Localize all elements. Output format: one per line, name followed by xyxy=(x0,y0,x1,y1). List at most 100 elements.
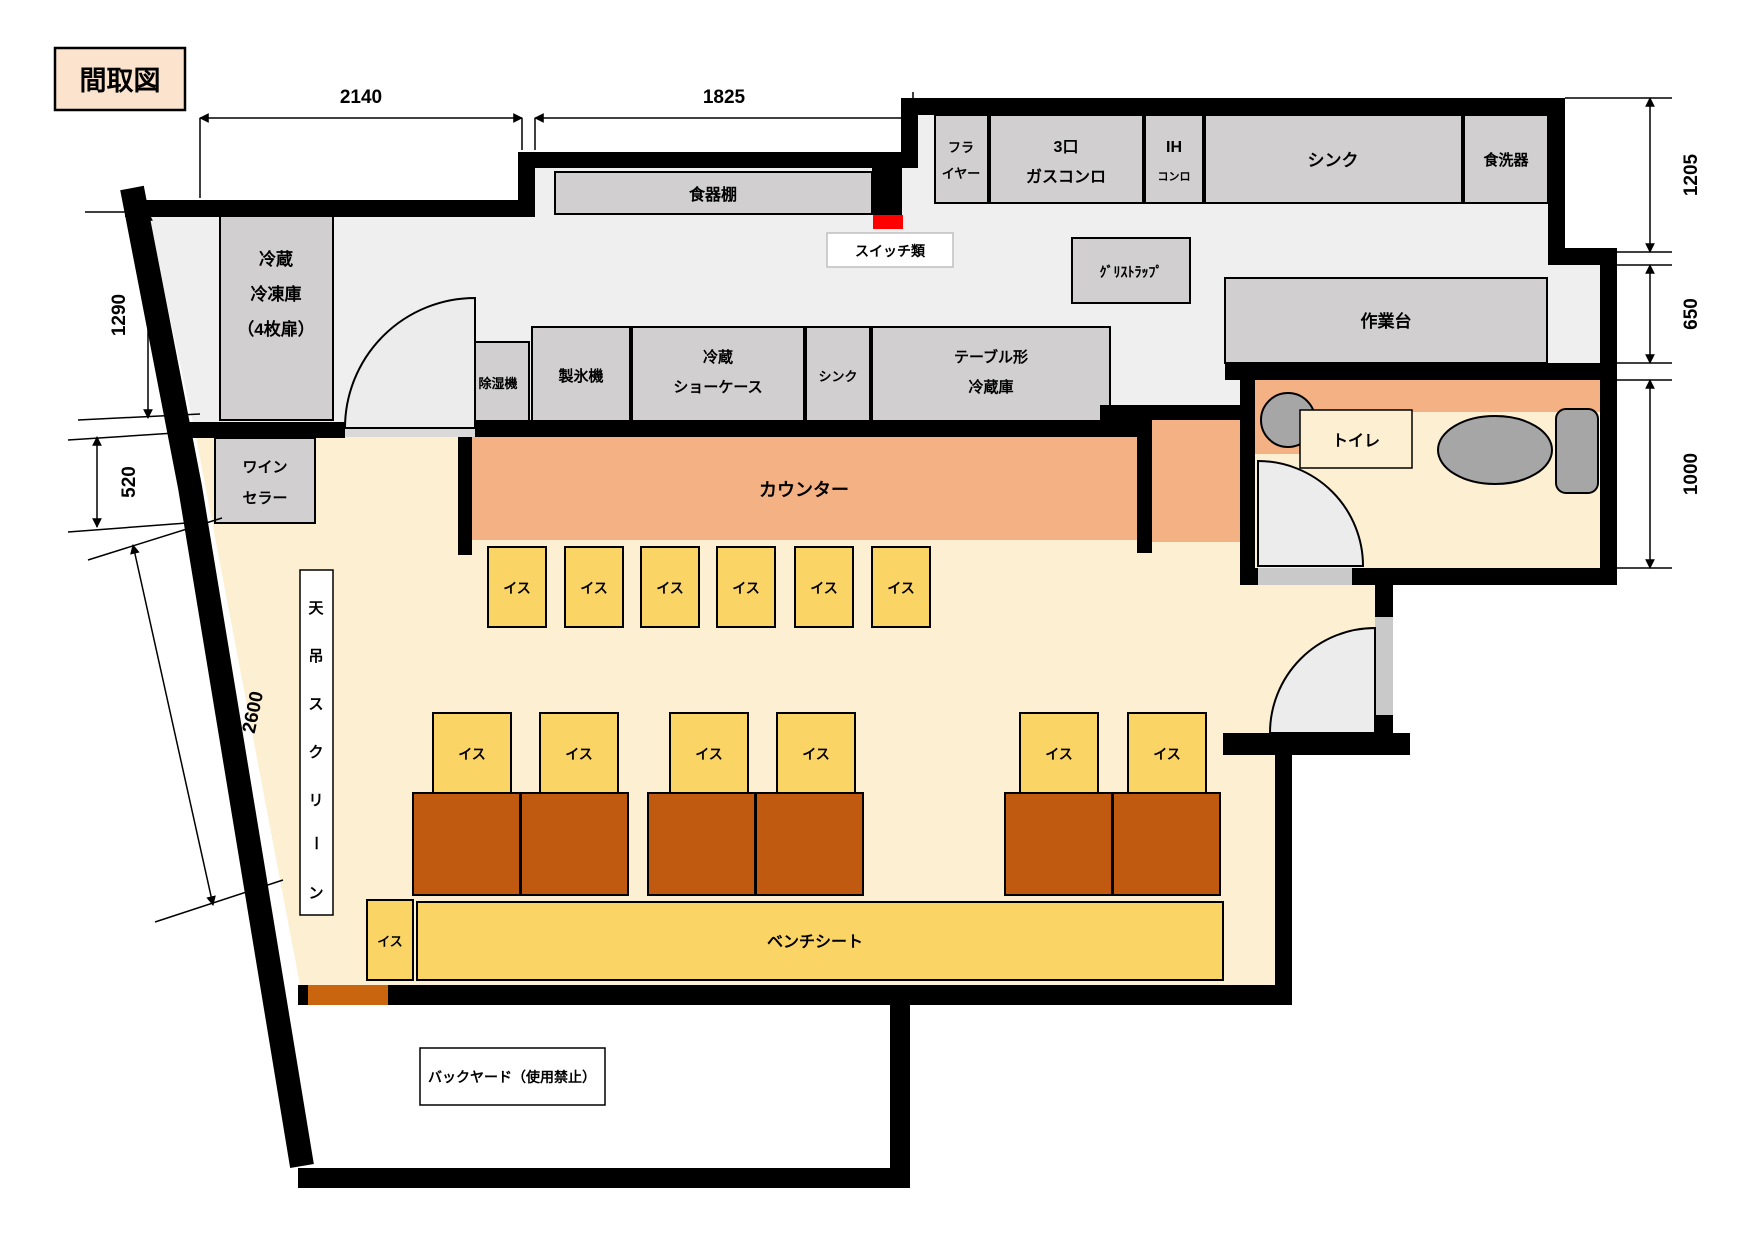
backyard-label: バックヤード（使用禁止） xyxy=(428,1069,596,1085)
table xyxy=(412,792,521,896)
wall xyxy=(1100,405,1240,420)
switches-label: スイッチ類 xyxy=(855,243,926,259)
dim-650: 650 xyxy=(1681,298,1702,330)
chair-label: イス xyxy=(810,580,838,596)
wall xyxy=(1352,568,1617,585)
screen-char: 吊 xyxy=(308,648,323,665)
grease-trap-label: ｸﾞﾘｽﾄﾗｯﾌﾟ xyxy=(1100,264,1163,280)
dim-ext xyxy=(67,431,191,441)
table-chair-3 xyxy=(669,712,749,794)
table xyxy=(520,792,629,896)
dim-1205: 1205 xyxy=(1681,153,1702,196)
door-toilet xyxy=(1257,459,1365,567)
fryer-label-2: イヤー xyxy=(942,166,981,181)
chair-label: イス xyxy=(695,746,723,762)
bench-seat xyxy=(416,901,1224,981)
wall xyxy=(298,985,1292,1005)
table xyxy=(1004,792,1113,896)
wall-opening-orange xyxy=(308,985,388,1005)
wall xyxy=(1375,585,1393,617)
cupboard-label: 食器棚 xyxy=(688,185,737,204)
screen-char: ー xyxy=(307,835,324,850)
wall xyxy=(901,98,1565,115)
table-fridge-label-1: テーブル形 xyxy=(954,348,1028,366)
bench-chair xyxy=(366,899,414,981)
ice-maker-label: 製氷機 xyxy=(557,367,603,385)
table-chair-4 xyxy=(776,712,856,794)
ih-stove xyxy=(1144,114,1204,204)
chair-label: イス xyxy=(1153,746,1181,762)
chair-label: イス xyxy=(656,580,684,596)
wall xyxy=(125,200,525,217)
screen-char: リ xyxy=(308,792,323,809)
table-chair-2 xyxy=(539,712,619,794)
fridge-freezer xyxy=(219,212,334,421)
table xyxy=(1112,792,1221,896)
dehumidifier xyxy=(466,341,530,423)
dim-line xyxy=(130,544,216,906)
table xyxy=(755,792,864,896)
dim-1290: 1290 xyxy=(109,294,130,336)
wall xyxy=(1600,248,1617,380)
work-table xyxy=(1224,277,1548,364)
wall xyxy=(890,1005,910,1188)
dehumidifier-label: 除湿機 xyxy=(478,376,517,391)
dim-1825: 1825 xyxy=(703,87,746,108)
title-box xyxy=(53,46,187,112)
toilet-label-box xyxy=(1299,409,1413,469)
gas-stove-label-1: 3口 xyxy=(1054,139,1079,156)
chair-label: イス xyxy=(377,934,403,949)
wall xyxy=(458,423,472,555)
wall xyxy=(1548,98,1565,265)
dim-ext xyxy=(77,413,201,421)
wall xyxy=(518,152,918,168)
door-entrance xyxy=(1268,626,1376,734)
chair-label: イス xyxy=(887,580,915,596)
screen-char: ク xyxy=(308,744,323,761)
counter-label: カウンター xyxy=(759,480,849,500)
counter-chair-1 xyxy=(487,546,547,628)
wall xyxy=(1240,568,1258,585)
table-chair-1 xyxy=(432,712,512,794)
dishwasher-label: 食洗器 xyxy=(1483,151,1529,169)
fridge-label-1: 冷蔵 xyxy=(259,249,293,269)
toilet-tank xyxy=(1555,408,1599,494)
fridge-label-2: 冷凍庫 xyxy=(251,284,302,304)
ih-stove-label-2: コンロ xyxy=(1158,171,1191,183)
chair-label: イス xyxy=(458,746,486,762)
wall xyxy=(1600,363,1617,585)
chair-label: イス xyxy=(580,580,608,596)
wine-cellar-label-1: ワイン xyxy=(242,459,287,476)
toilet-bowl xyxy=(1437,415,1553,485)
chair-label: イス xyxy=(1045,746,1073,762)
counter-chair-2 xyxy=(564,546,624,628)
gas-stove-label-2: ガスコンロ xyxy=(1026,168,1106,186)
dim-ext xyxy=(67,521,201,533)
wine-cellar-label-2: セラー xyxy=(242,490,287,507)
door-sill-entrance xyxy=(1375,617,1393,715)
table-fridge-label-2: 冷蔵庫 xyxy=(968,378,1013,396)
wall xyxy=(872,158,902,215)
bench-label: ベンチシート xyxy=(767,934,863,951)
wine-cellar xyxy=(214,437,316,524)
chair-label: イス xyxy=(802,746,830,762)
wall xyxy=(1375,715,1393,737)
door-sill-toilet xyxy=(1258,568,1352,585)
wall xyxy=(1223,733,1410,755)
sink-mid-label: シンク xyxy=(818,369,857,384)
chair-label: イス xyxy=(732,580,760,596)
counter-chair-4 xyxy=(716,546,776,628)
wall xyxy=(458,420,1152,437)
dim-ext xyxy=(154,879,284,923)
counter-chair-3 xyxy=(640,546,700,628)
screen-char: 天 xyxy=(308,600,324,617)
switch-marker xyxy=(873,215,903,229)
ceiling-screen xyxy=(299,569,334,916)
wall xyxy=(180,422,345,438)
page-title: 間取図 xyxy=(80,66,161,96)
door-kitchen xyxy=(343,296,476,429)
chair-label: イス xyxy=(565,746,593,762)
showcase-label-2: ショーケース xyxy=(673,379,762,396)
grease-trap xyxy=(1071,237,1191,304)
